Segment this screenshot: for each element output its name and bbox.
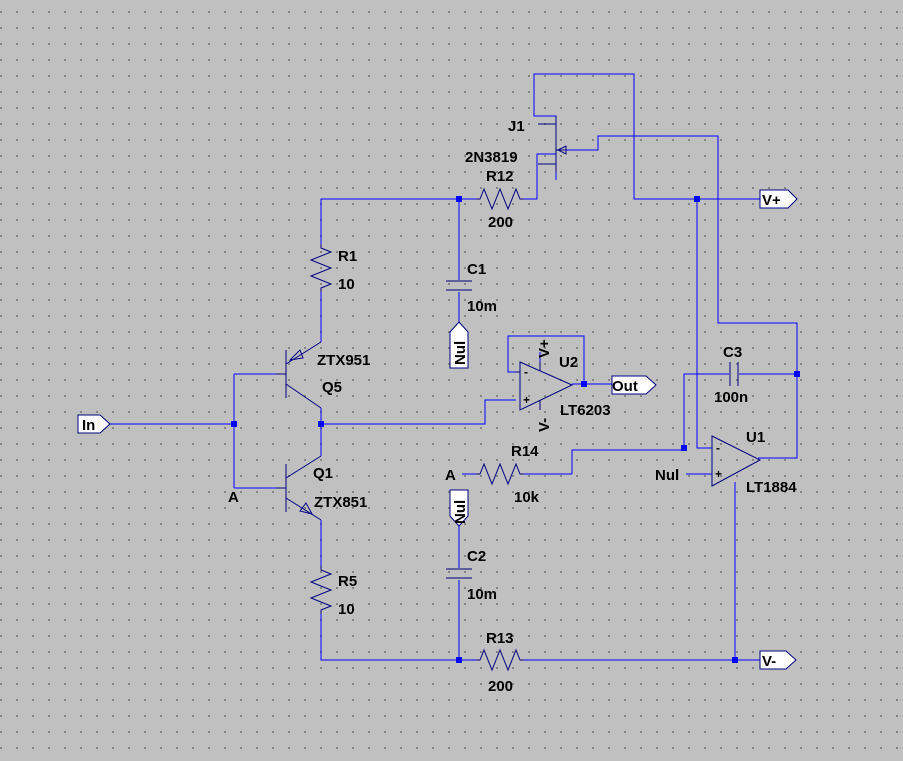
junction <box>456 196 462 202</box>
c2-ref: C2 <box>467 548 486 565</box>
u1-value: LT1884 <box>746 479 797 496</box>
port-in-label: In <box>82 417 95 434</box>
wire-r1-top <box>320 198 459 244</box>
junction <box>732 657 738 663</box>
c3-ref: C3 <box>723 344 742 361</box>
wire-r12-j1 <box>524 153 556 200</box>
port-vplus-label: V+ <box>762 192 781 209</box>
resistor-r1[interactable] <box>309 244 333 292</box>
c3-value: 100n <box>714 389 748 406</box>
r1-value: 10 <box>338 276 355 293</box>
u1-minus-pin: - <box>716 441 720 455</box>
transistor-q1[interactable] <box>276 455 322 521</box>
wire-j1-gate-fb <box>566 135 798 459</box>
net-label-a: A <box>228 489 239 506</box>
c2-value: 10m <box>467 586 497 603</box>
u2-value: LT6203 <box>560 402 611 419</box>
capacitor-c1[interactable] <box>446 280 472 291</box>
junction <box>318 421 324 427</box>
junction <box>681 445 687 451</box>
wire-emitter-to-u2 <box>321 399 516 425</box>
component-labels: J1 2N3819 R12 200 R1 10 C1 10m ZTX951 Q5… <box>313 118 797 695</box>
wires <box>110 73 798 661</box>
wire-u2-feedback <box>507 335 585 384</box>
port-vminus-label: V- <box>762 653 776 670</box>
wire-c3-left <box>683 373 729 448</box>
net-label-nul: Nul <box>655 467 679 484</box>
r14-value: 10k <box>514 489 540 506</box>
r1-ref: R1 <box>338 248 357 265</box>
transistor-q5[interactable] <box>276 341 322 409</box>
r12-ref: R12 <box>486 168 514 185</box>
r12-value: 200 <box>488 214 513 231</box>
r5-ref: R5 <box>338 573 357 590</box>
port-in[interactable]: In <box>77 414 111 434</box>
junction <box>456 657 462 663</box>
opamp-u1[interactable]: - + <box>711 435 762 487</box>
junction <box>794 371 800 377</box>
capacitor-c2[interactable] <box>446 568 472 579</box>
resistor-r14[interactable] <box>476 462 524 486</box>
junction <box>694 196 700 202</box>
c1-ref: C1 <box>467 261 486 278</box>
r5-value: 10 <box>338 601 355 618</box>
u1-plus-pin: + <box>715 467 722 481</box>
port-vminus[interactable]: V- <box>759 650 797 670</box>
port-nul-c2[interactable]: Nul <box>449 489 469 527</box>
port-nul-c2-label: Nul <box>452 500 469 524</box>
port-vplus[interactable]: V+ <box>759 189 798 209</box>
u2-vminus-label: V- <box>536 418 553 432</box>
port-nul-c1-label: Nul <box>452 341 469 365</box>
resistor-r13[interactable] <box>476 648 524 672</box>
wire-u1-vminus <box>734 482 760 661</box>
r14-ref: R14 <box>511 443 539 460</box>
u2-ref: U2 <box>559 354 578 371</box>
resistor-r5[interactable] <box>309 566 333 614</box>
jfet-j1[interactable] <box>538 116 567 172</box>
junction <box>231 421 237 427</box>
u2-vplus-label: V+ <box>536 339 553 358</box>
junction <box>581 381 587 387</box>
u2-minus-pin: - <box>524 365 528 379</box>
port-out-label: Out <box>612 378 638 395</box>
j1-value: 2N3819 <box>465 149 518 166</box>
port-nul-c1[interactable]: Nul <box>449 321 469 369</box>
c1-value: 10m <box>467 298 497 315</box>
q5-ref: Q5 <box>322 379 342 396</box>
capacitor-c3[interactable] <box>729 362 739 386</box>
wire-r5-bottom <box>320 614 476 661</box>
q1-ref: Q1 <box>313 465 333 482</box>
u2-plus-pin: + <box>523 393 530 407</box>
j1-ref: J1 <box>508 118 525 135</box>
net-label-a: A <box>445 467 456 484</box>
opamp-u2[interactable]: - + V+ V- <box>516 339 574 432</box>
q5-value: ZTX951 <box>317 352 370 369</box>
net-labels: A A Nul <box>228 467 679 506</box>
u1-ref: U1 <box>746 429 765 446</box>
port-out[interactable]: Out <box>611 375 657 395</box>
r13-value: 200 <box>488 678 513 695</box>
resistor-r12[interactable] <box>476 187 524 211</box>
r13-ref: R13 <box>486 630 514 647</box>
junctions <box>231 196 800 663</box>
q1-value: ZTX851 <box>314 494 367 511</box>
wire-vplus-u1 <box>696 199 712 449</box>
